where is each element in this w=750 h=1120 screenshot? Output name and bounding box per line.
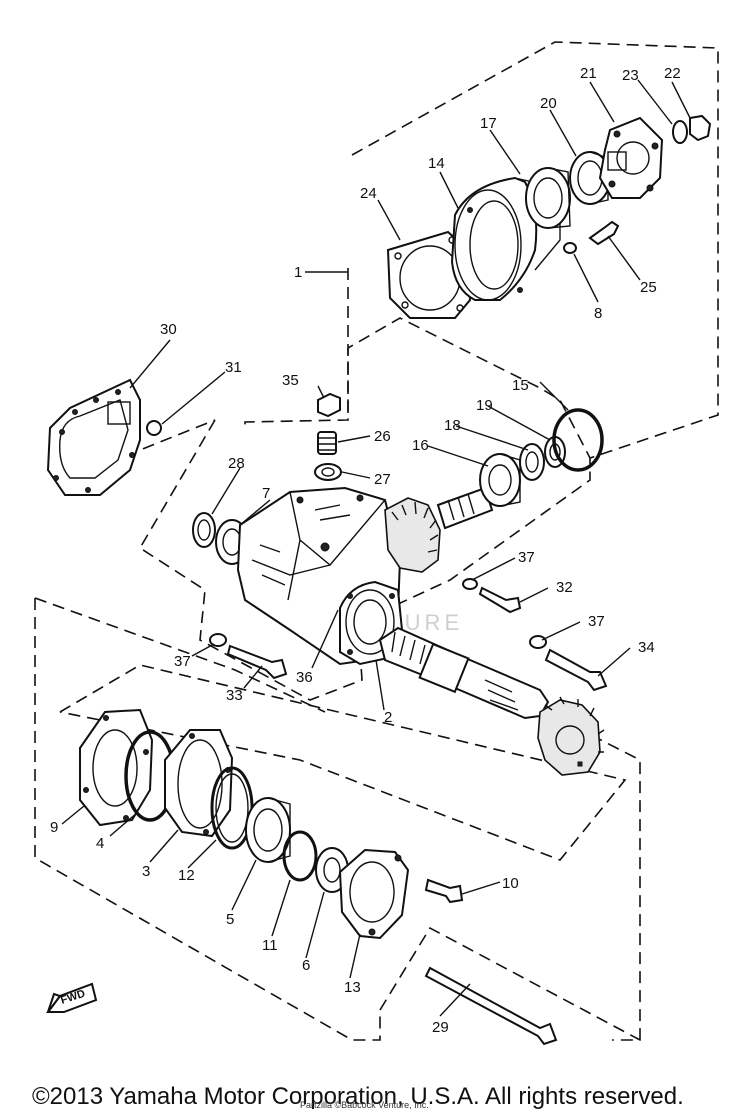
callout-9: 9 <box>50 819 58 836</box>
part-23-washer <box>672 120 688 144</box>
callout-36: 36 <box>296 669 313 686</box>
part-29-bolt <box>424 966 558 1046</box>
callout-34: 34 <box>638 639 655 656</box>
upper-assembly <box>386 114 712 319</box>
lower-bearing-group <box>79 708 558 1046</box>
fasteners <box>209 578 608 692</box>
part-18-bearing <box>519 443 545 481</box>
housing-outline <box>138 419 363 701</box>
part-37-washer-a <box>462 578 478 590</box>
callout-19: 19 <box>476 397 493 414</box>
driveshaft-group <box>378 626 605 776</box>
callout-26: 26 <box>374 428 391 445</box>
driven-gear <box>537 699 601 776</box>
callout-3: 3 <box>142 863 150 880</box>
part-22-nut <box>689 114 712 142</box>
copyright-notice: ©2013 Yamaha Motor Corporation, U.S.A. A… <box>32 1083 684 1110</box>
part-16-bearing <box>479 453 521 507</box>
callout-30: 30 <box>160 321 177 338</box>
part-10-bolt <box>424 878 464 904</box>
callout-12: 12 <box>178 867 195 884</box>
callout-17: 17 <box>480 115 497 132</box>
part-37-washer-c <box>529 635 547 649</box>
lower-assembly-outline <box>34 598 381 1041</box>
callout-20: 20 <box>540 95 557 112</box>
part-27-washer <box>314 463 342 481</box>
bearing-group-outline <box>59 664 627 861</box>
cover-gasket-group <box>46 378 162 496</box>
callout-31: 31 <box>225 359 242 376</box>
fwd-arrow-icon: FWD <box>46 982 98 1013</box>
callout-15: 15 <box>512 377 529 394</box>
callout-23: 23 <box>622 67 639 84</box>
part-35-cap <box>317 392 341 418</box>
part-14-bearing-housing <box>450 176 538 301</box>
callout-13: 13 <box>344 979 361 996</box>
callout-28: 28 <box>228 455 245 472</box>
callout-numbers: 1 24 14 17 20 21 23 22 8 25 30 31 35 26 … <box>50 65 681 1036</box>
part-17-bearing <box>525 167 571 229</box>
callout-37-a: 37 <box>518 549 535 566</box>
callout-21: 21 <box>580 65 597 82</box>
part-34-bolt <box>544 648 608 692</box>
callout-22: 22 <box>664 65 681 82</box>
part-21-drive-flange <box>598 116 664 199</box>
callout-18: 18 <box>444 417 461 434</box>
callout-37-b: 37 <box>588 613 605 630</box>
pinion-gear-group <box>384 408 604 573</box>
part-36-shaft <box>378 626 550 720</box>
part-25-bolt <box>588 220 620 246</box>
callout-8: 8 <box>594 305 602 322</box>
group-outlines <box>34 41 719 1041</box>
callout-27: 27 <box>374 471 391 488</box>
callout-1: 1 <box>294 264 302 281</box>
part-8-washer <box>563 242 577 254</box>
main-case <box>192 486 404 666</box>
callout-32: 32 <box>556 579 573 596</box>
part-9-gasket <box>79 708 154 827</box>
callout-24: 24 <box>360 185 377 202</box>
callout-10: 10 <box>502 875 519 892</box>
callout-14: 14 <box>428 155 445 172</box>
part-31-plug <box>146 420 162 436</box>
callout-5: 5 <box>226 911 234 928</box>
callout-2: 2 <box>384 709 392 726</box>
part-13-cover <box>338 848 410 940</box>
callout-16: 16 <box>412 437 429 454</box>
callout-7: 7 <box>262 485 270 502</box>
part-32-bolt <box>478 586 522 614</box>
callout-4: 4 <box>96 835 104 852</box>
part-15-o-ring <box>552 408 604 472</box>
callout-29: 29 <box>432 1019 449 1036</box>
part-33-bolt <box>226 644 288 680</box>
callout-25: 25 <box>640 279 657 296</box>
callout-35: 35 <box>282 372 299 389</box>
leader-lines <box>61 79 691 1017</box>
callout-37-c: 37 <box>174 653 191 670</box>
callout-6: 6 <box>302 957 310 974</box>
breather-group <box>314 392 342 481</box>
upper-assembly-outline <box>244 41 719 459</box>
bolt-29-outline <box>379 926 641 1041</box>
part-11-shim <box>282 830 318 882</box>
callout-33: 33 <box>226 687 243 704</box>
part-28-seal <box>192 512 216 548</box>
part-37-washer-b <box>209 633 227 647</box>
small-credit: Partzilla ©Babcock Venture, Inc. <box>300 1100 429 1110</box>
ring-gear <box>384 497 441 573</box>
callout-11: 11 <box>262 937 278 954</box>
